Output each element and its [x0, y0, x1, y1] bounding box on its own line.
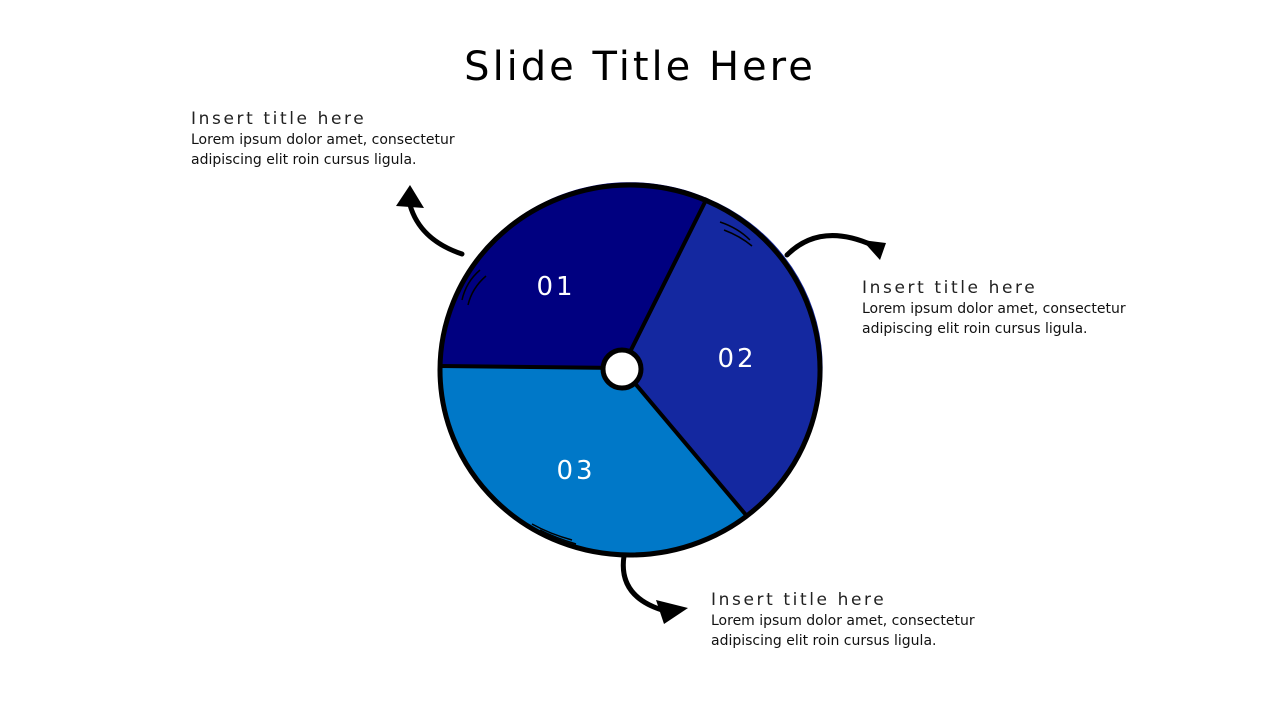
- divider-line: [439, 364, 623, 370]
- callout-01: Insert title here Lorem ipsum dolor amet…: [191, 108, 455, 170]
- sketch-mark: [531, 523, 577, 545]
- center-hub: [600, 347, 644, 391]
- slide-title: Slide Title Here: [464, 44, 816, 90]
- arrow-down-right-icon: [620, 553, 688, 624]
- segment-03: [439, 366, 746, 554]
- callout-body-line2: adipiscing elit roin cursus ligula.: [711, 633, 937, 649]
- callout-body-line1: Lorem ipsum dolor amet, consectetur: [191, 132, 455, 148]
- sketch-mark: [719, 221, 753, 247]
- callout-title: Insert title here: [862, 278, 1038, 298]
- arrow-up-left-icon: [396, 185, 465, 257]
- callout-02: Insert title here Lorem ipsum dolor amet…: [862, 277, 1126, 339]
- callout-03: Insert title here Lorem ipsum dolor amet…: [711, 589, 975, 651]
- arrow-right-icon: [784, 233, 886, 260]
- callout-title: Insert title here: [191, 109, 367, 129]
- callout-body-line1: Lorem ipsum dolor amet, consectetur: [862, 301, 1126, 317]
- divider-line: [620, 366, 748, 517]
- callout-body-line2: adipiscing elit roin cursus ligula.: [191, 152, 417, 168]
- segment-label-01: 01: [536, 272, 575, 302]
- divider-line: [620, 197, 709, 369]
- segment-label-03: 03: [556, 456, 595, 486]
- callout-body-line2: adipiscing elit roin cursus ligula.: [862, 321, 1088, 337]
- circle-outline: [437, 182, 823, 558]
- callout-title: Insert title here: [711, 590, 887, 610]
- sketch-mark: [461, 269, 487, 306]
- segment-02: [622, 198, 823, 515]
- callout-body-line1: Lorem ipsum dolor amet, consectetur: [711, 613, 975, 629]
- segment-label-02: 02: [717, 344, 756, 374]
